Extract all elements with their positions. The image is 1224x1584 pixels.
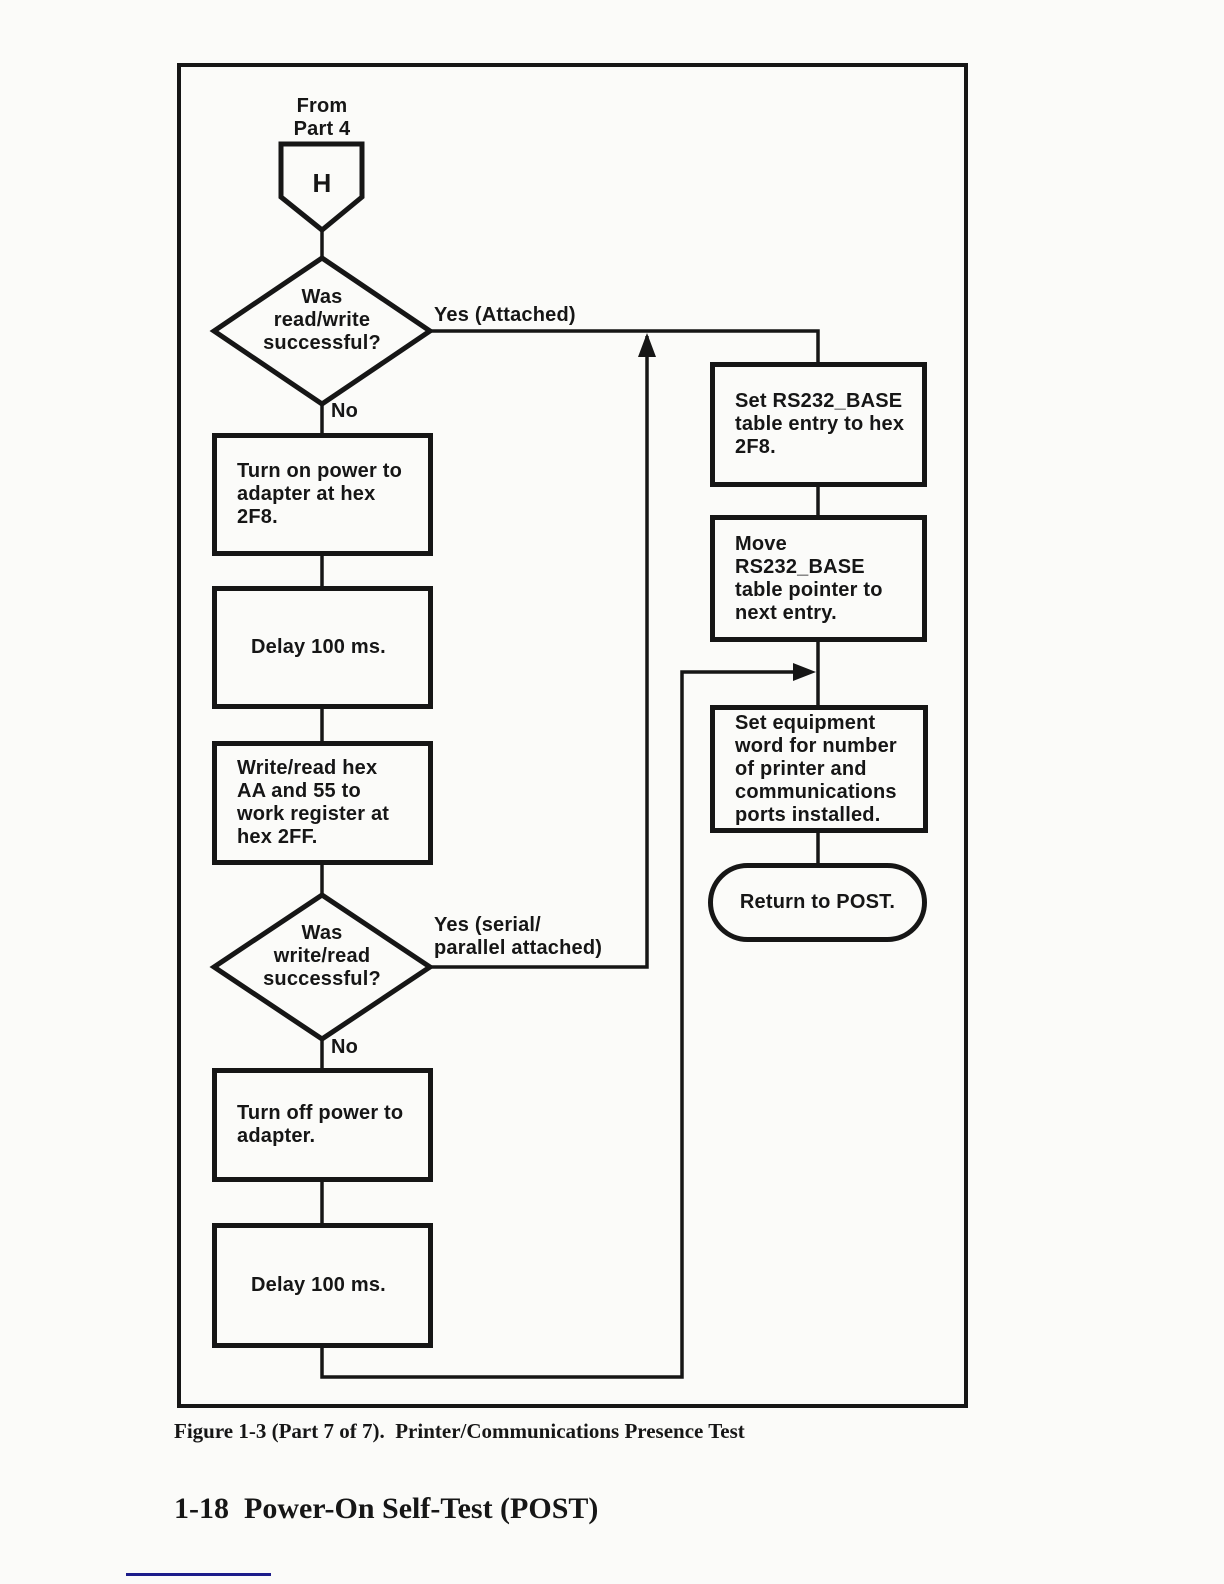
decision1-yes-label: Yes (Attached)	[434, 304, 576, 326]
process-turn-on-power: Turn on power to adapter at hex 2F8.	[212, 433, 433, 556]
decision-read-write-label: Was read/write successful?	[263, 286, 381, 354]
process-text: Set equipment word for number of printer…	[735, 711, 897, 826]
process-move-rs232-base: Move RS232_BASE table pointer to next en…	[710, 515, 927, 642]
decision1-no-label: No	[331, 400, 359, 422]
connector-decision1-yes-attached	[430, 329, 820, 362]
process-text: Delay 100 ms.	[251, 1274, 386, 1296]
entry-from-label: From Part 4	[293, 95, 351, 140]
offpage-connector-shape	[278, 141, 365, 234]
decision-write-read-label: Was write/read successful?	[263, 922, 381, 990]
process-delay-1: Delay 100 ms.	[212, 586, 433, 709]
connector-decision2-yes-serial	[430, 336, 649, 969]
process-turn-off-power: Turn off power to adapter.	[212, 1068, 433, 1182]
process-write-read-hex: Write/read hex AA and 55 to work registe…	[212, 741, 433, 865]
process-set-equipment-word: Set equipment word for number of printer…	[710, 705, 928, 833]
footer-accent-rule	[126, 1573, 271, 1576]
arrowhead-up-merge-yes-line	[638, 333, 656, 357]
process-text: Delay 100 ms.	[251, 636, 386, 658]
decision2-no-label: No	[331, 1036, 359, 1058]
process-text: Set RS232_BASE table entry to hex 2F8.	[735, 390, 905, 458]
page-footer-title: 1-18 Power-On Self-Test (POST)	[174, 1492, 599, 1525]
process-text: Write/read hex AA and 55 to work registe…	[237, 757, 390, 848]
offpage-connector-letter: H	[312, 168, 332, 198]
terminal-return-to-post: Return to POST.	[708, 863, 927, 942]
decision2-yes-label: Yes (serial/ parallel attached)	[434, 914, 603, 959]
arrowhead-right-loop-merge	[793, 663, 816, 681]
terminal-text: Return to POST.	[739, 891, 896, 913]
connector-delay2-loop-back	[320, 670, 794, 1379]
process-set-rs232-base: Set RS232_BASE table entry to hex 2F8.	[710, 362, 927, 487]
flowchart-border	[177, 63, 968, 1408]
figure-caption: Figure 1-3 (Part 7 of 7). Printer/Commun…	[174, 1419, 745, 1443]
process-text: Turn on power to adapter at hex 2F8.	[237, 460, 403, 528]
process-delay-2: Delay 100 ms.	[212, 1223, 433, 1348]
process-text: Move RS232_BASE table pointer to next en…	[735, 532, 883, 624]
process-text: Turn off power to adapter.	[237, 1102, 404, 1147]
